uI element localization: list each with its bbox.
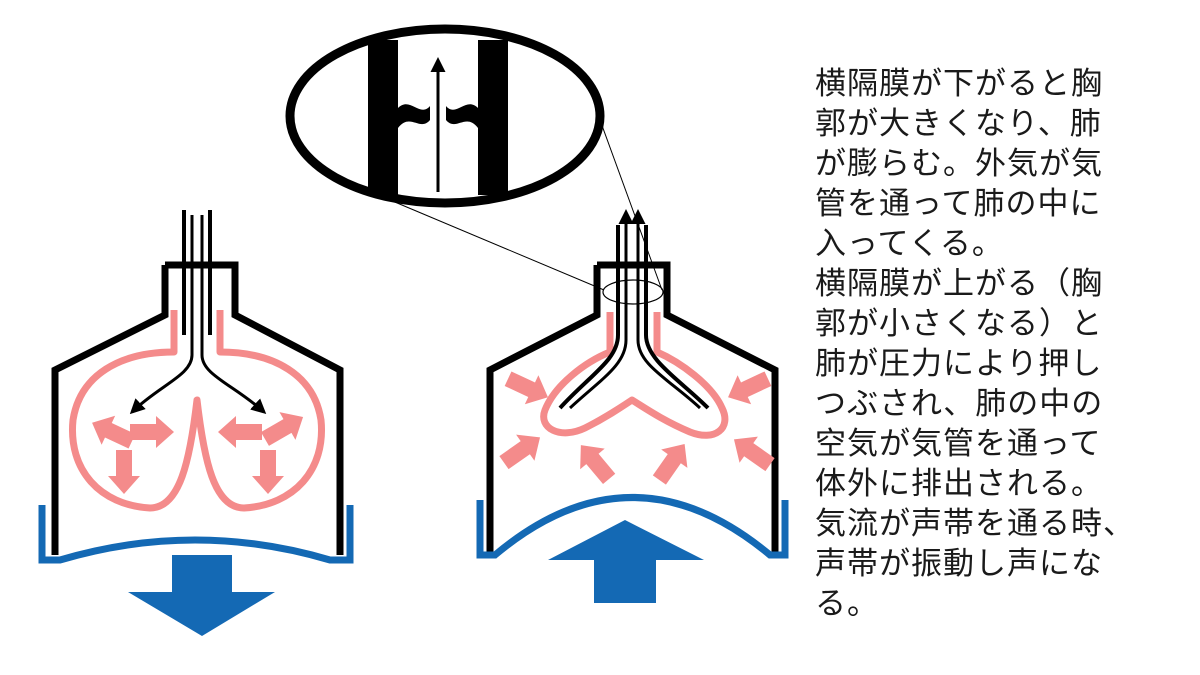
diaphragm-right bbox=[476, 494, 789, 559]
explanation-text: 横隔膜が下がると胸 郭が大きくなり、肺 が膨らむ。外気が気 管を通って肺の中に … bbox=[815, 66, 1135, 622]
breathing-diagram bbox=[38, 24, 789, 636]
zoom-line-left bbox=[389, 199, 605, 291]
larynx-marker bbox=[602, 279, 664, 305]
chest-wall-right bbox=[486, 261, 779, 555]
vocal-cord-wall-right bbox=[478, 40, 508, 195]
trachea-right bbox=[558, 225, 710, 410]
airflow-out bbox=[568, 209, 702, 410]
vocal-fold-left bbox=[398, 104, 430, 128]
diaphragm-up-arrow bbox=[548, 520, 704, 603]
trachea-left bbox=[182, 210, 212, 335]
diaphragm-down-arrow bbox=[128, 555, 275, 636]
airflow-in bbox=[129, 215, 267, 415]
lungs-compressed bbox=[540, 312, 729, 439]
lung-compression-arrows bbox=[499, 371, 775, 485]
exhale-diagram bbox=[476, 209, 789, 603]
vocal-cord-wall-left bbox=[368, 40, 398, 195]
zoom-line-right bbox=[599, 119, 663, 291]
zoom-ellipse bbox=[285, 24, 605, 208]
vocal-cord-zoom bbox=[285, 24, 663, 291]
inhale-diagram bbox=[38, 210, 354, 636]
lungs-expanded bbox=[68, 310, 326, 512]
diaphragm-left bbox=[38, 505, 354, 564]
vocal-fold-right bbox=[446, 104, 478, 128]
lung-expansion-arrows bbox=[92, 412, 304, 494]
